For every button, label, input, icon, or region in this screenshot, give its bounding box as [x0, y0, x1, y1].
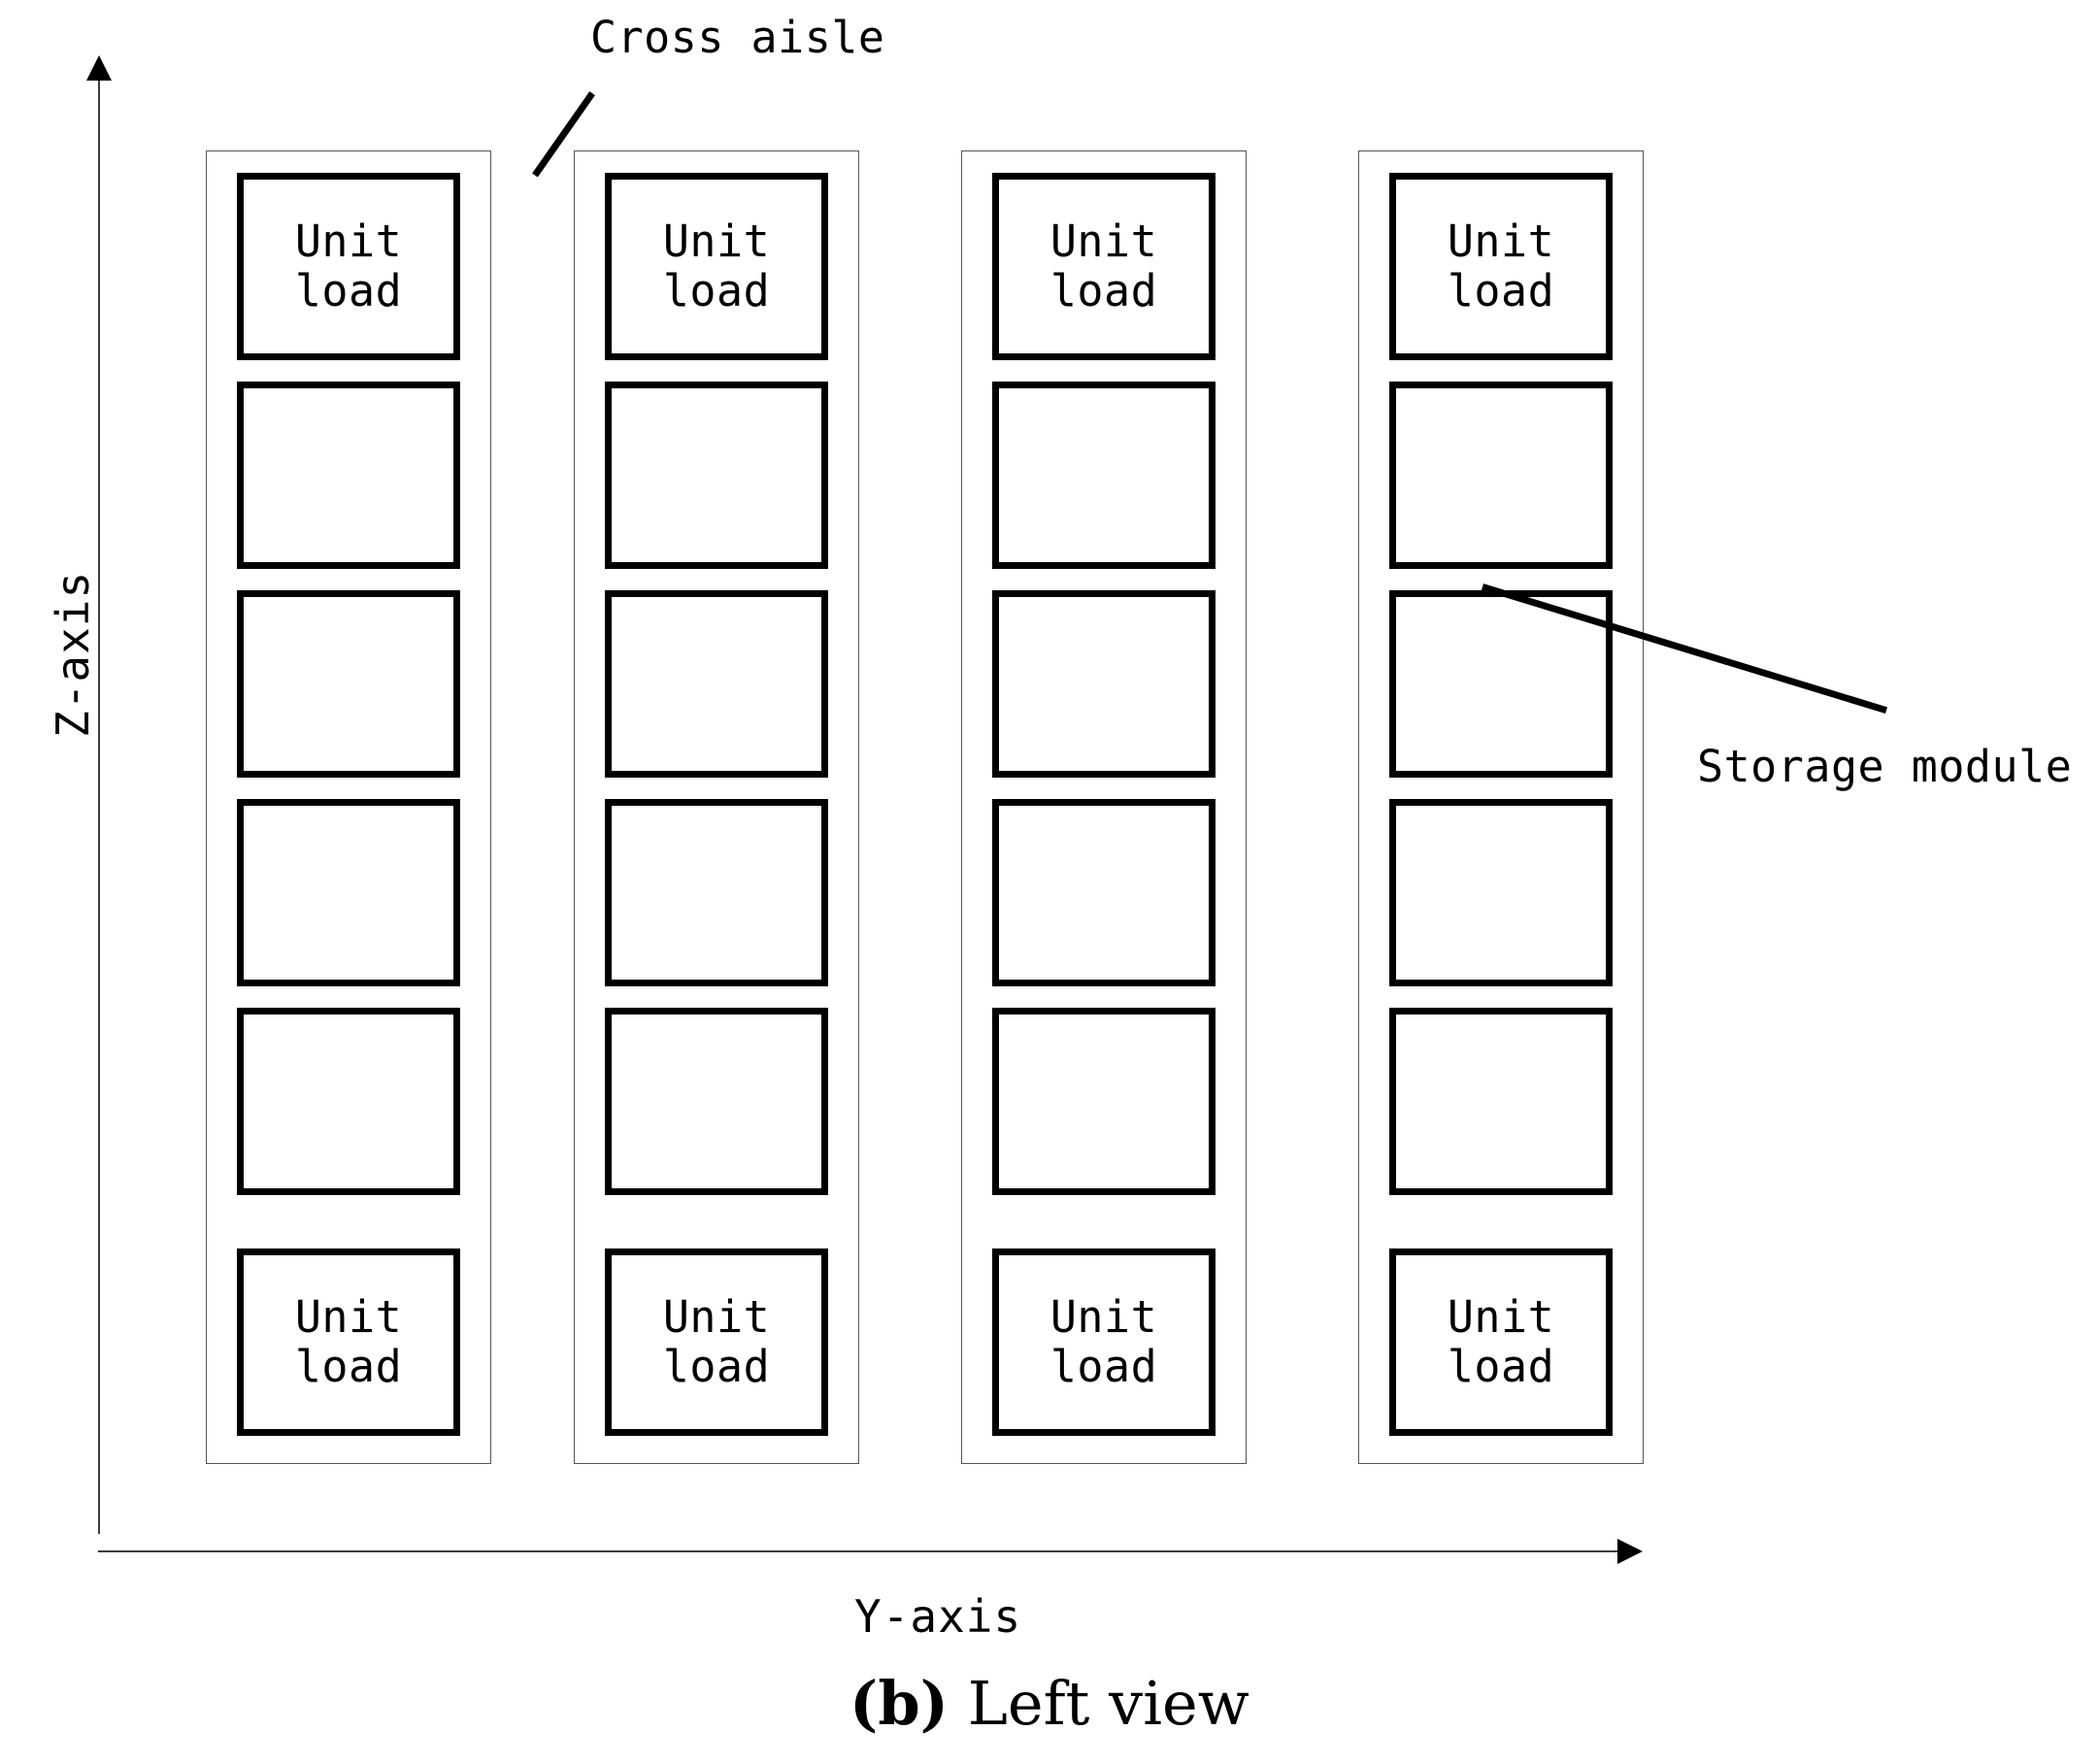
storage-module-cell[interactable]: Unit load [237, 1248, 460, 1436]
storage-module-cell[interactable] [237, 1008, 460, 1195]
rack-column-4: Unit load Unit load [1358, 150, 1644, 1464]
storage-module-cell[interactable] [1389, 799, 1613, 986]
unit-load-label-line2: load [294, 1340, 403, 1392]
y-axis-arrow-icon [1617, 1539, 1643, 1564]
storage-module-cell[interactable] [1389, 382, 1613, 569]
storage-module-cell[interactable]: Unit load [237, 173, 460, 360]
rack-column-2: Unit load Unit load [574, 150, 859, 1464]
z-axis-arrow-icon [86, 55, 112, 81]
storage-module-cell[interactable]: Unit load [992, 173, 1216, 360]
z-axis-label: Z-axis [47, 570, 99, 738]
rack-column-1: Unit load Unit load [206, 150, 491, 1464]
rack-column-3: Unit load Unit load [961, 150, 1247, 1464]
unit-load-label-line1: Unit [1447, 216, 1555, 268]
figure-caption-text: Left view [949, 1668, 1249, 1739]
storage-module-cell[interactable]: Unit load [992, 1248, 1216, 1436]
figure-caption-prefix: (b) [849, 1668, 949, 1739]
storage-module-cell[interactable] [1389, 590, 1613, 778]
storage-module-cell[interactable] [992, 799, 1216, 986]
unit-load-label-line2: load [662, 1340, 771, 1392]
storage-module-cell[interactable] [605, 590, 828, 778]
unit-load-label-line2: load [1447, 1340, 1555, 1392]
storage-module-cell[interactable] [237, 590, 460, 778]
storage-module-cell[interactable] [992, 590, 1216, 778]
unit-load-label-line1: Unit [294, 1291, 403, 1344]
unit-load-label-line1: Unit [1049, 1291, 1158, 1344]
unit-load-label-line2: load [1049, 264, 1158, 316]
unit-load-label-line1: Unit [1447, 1291, 1555, 1344]
storage-module-cell[interactable] [992, 1008, 1216, 1195]
unit-load-label-line2: load [662, 264, 771, 316]
unit-load-label-line1: Unit [294, 216, 403, 268]
unit-load-label-line1: Unit [662, 216, 771, 268]
storage-module-cell[interactable] [237, 382, 460, 569]
unit-load-label-line1: Unit [662, 1291, 771, 1344]
storage-module-cell[interactable]: Unit load [605, 173, 828, 360]
storage-module-cell[interactable] [605, 799, 828, 986]
figure-caption: (b) Left view [849, 1668, 1249, 1739]
storage-module-cell[interactable] [605, 382, 828, 569]
storage-module-cell[interactable] [992, 382, 1216, 569]
cross-aisle-label: Cross aisle [590, 12, 885, 63]
y-axis-label: Y-axis [854, 1590, 1022, 1643]
storage-module-cell[interactable] [1389, 1008, 1613, 1195]
unit-load-label-line2: load [1049, 1340, 1158, 1392]
y-axis-line [98, 1550, 1622, 1552]
unit-load-label-line1: Unit [1049, 216, 1158, 268]
unit-load-label-line2: load [1447, 264, 1555, 316]
storage-module-cell[interactable] [237, 799, 460, 986]
storage-module-cell[interactable]: Unit load [1389, 1248, 1613, 1436]
storage-module-label: Storage module [1697, 741, 2073, 792]
z-axis-line [98, 78, 100, 1534]
storage-module-cell[interactable]: Unit load [605, 1248, 828, 1436]
storage-module-cell[interactable] [605, 1008, 828, 1195]
unit-load-label-line2: load [294, 264, 403, 316]
storage-module-cell[interactable]: Unit load [1389, 173, 1613, 360]
